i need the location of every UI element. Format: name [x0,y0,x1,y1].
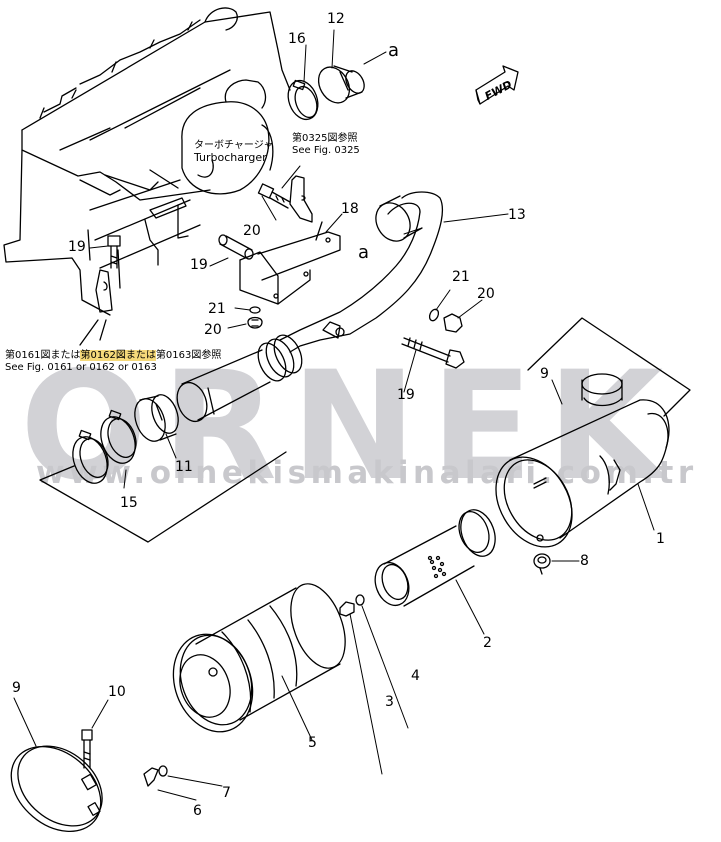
clamp-14 [287,79,319,121]
label-5: 5 [308,735,317,751]
long-bolt-18 [401,337,465,369]
label-14: 16 [288,31,306,47]
bolt-19-left [107,235,121,269]
washer-21-left [249,306,261,314]
engine-block-illustration [3,7,291,346]
label-18: 19 [397,387,415,403]
label-12: 12 [327,11,345,27]
turbocharger-jp: ターボチャージャ [194,140,274,151]
see-fig-0325-jp: 第0325図参照 [292,133,358,144]
washer-21-right [428,308,440,322]
turbocharger-en: Turbocharger [194,151,267,164]
label-21-left: 21 [208,301,226,317]
hose-12 [317,65,365,104]
group-line-15 [39,451,287,543]
ref-a-mid: a [358,242,370,263]
nut-20-left [247,316,263,329]
bracket-16 [239,221,341,305]
ref-a-top: a [388,40,400,61]
clamps-15 [72,409,137,484]
wing-nut-6 [143,767,159,787]
band-9-lower [10,745,103,832]
see-fig-0161-note: 第0161図または第0162図または第0163図参照 See Fig. 0161… [5,350,221,374]
see-fig-0325-note: 第0325図参照 See Fig. 0325 [292,133,360,157]
wing-nut-3 [339,601,355,617]
see-fig-0161-en: See Fig. 0161 or 0162 or 0163 [5,362,157,373]
see-fig-0161-jp: 第0161図または第0162図または第0163図参照 [5,350,222,361]
label-13: 11 [175,459,193,475]
washer-7 [158,765,168,777]
watermark-brand: ORNEK [20,340,678,514]
spacer-17 [218,234,254,260]
label-10: 10 [108,684,126,700]
see-fig-0325-en: See Fig. 0325 [292,145,360,156]
label-7: 7 [222,785,231,801]
label-21-right: 21 [452,269,470,285]
group-line-1 [527,317,691,417]
label-19-left: 19 [68,239,86,255]
label-9-lower: 9 [12,680,21,696]
label-11: 13 [508,207,526,223]
label-3: 3 [385,694,394,710]
hose-13 [134,394,179,442]
label-19-right: 20 [243,223,261,239]
fwd-arrow-shape [475,65,519,105]
air-cleaner-body-1 [495,373,670,548]
bolt-19-right [257,183,291,209]
label-2: 2 [483,635,492,651]
label-17: 19 [190,257,208,273]
outer-element-5 [172,583,346,733]
leader-lines [13,29,655,801]
turbocharger-note: ターボチャージャ Turbocharger [194,140,273,164]
label-4: 4 [411,668,420,684]
label-9-upper: 9 [540,366,549,382]
dust-valve-8 [533,553,551,575]
label-16: 18 [341,201,359,217]
label-15: 15 [120,495,138,511]
watermark-url: www.ornekismakinalari.com.tr [36,455,698,491]
bracket-0325 [289,175,313,223]
intake-pipe-11 [176,191,444,423]
label-1: 1 [656,531,665,547]
nut-20-right [443,313,463,333]
label-6: 6 [193,803,202,819]
label-8: 8 [580,553,589,569]
label-20-left: 20 [204,322,222,338]
inner-element-2 [374,509,496,607]
washer-4 [355,594,365,606]
label-20-right: 20 [477,286,495,302]
bolt-10 [81,729,93,769]
